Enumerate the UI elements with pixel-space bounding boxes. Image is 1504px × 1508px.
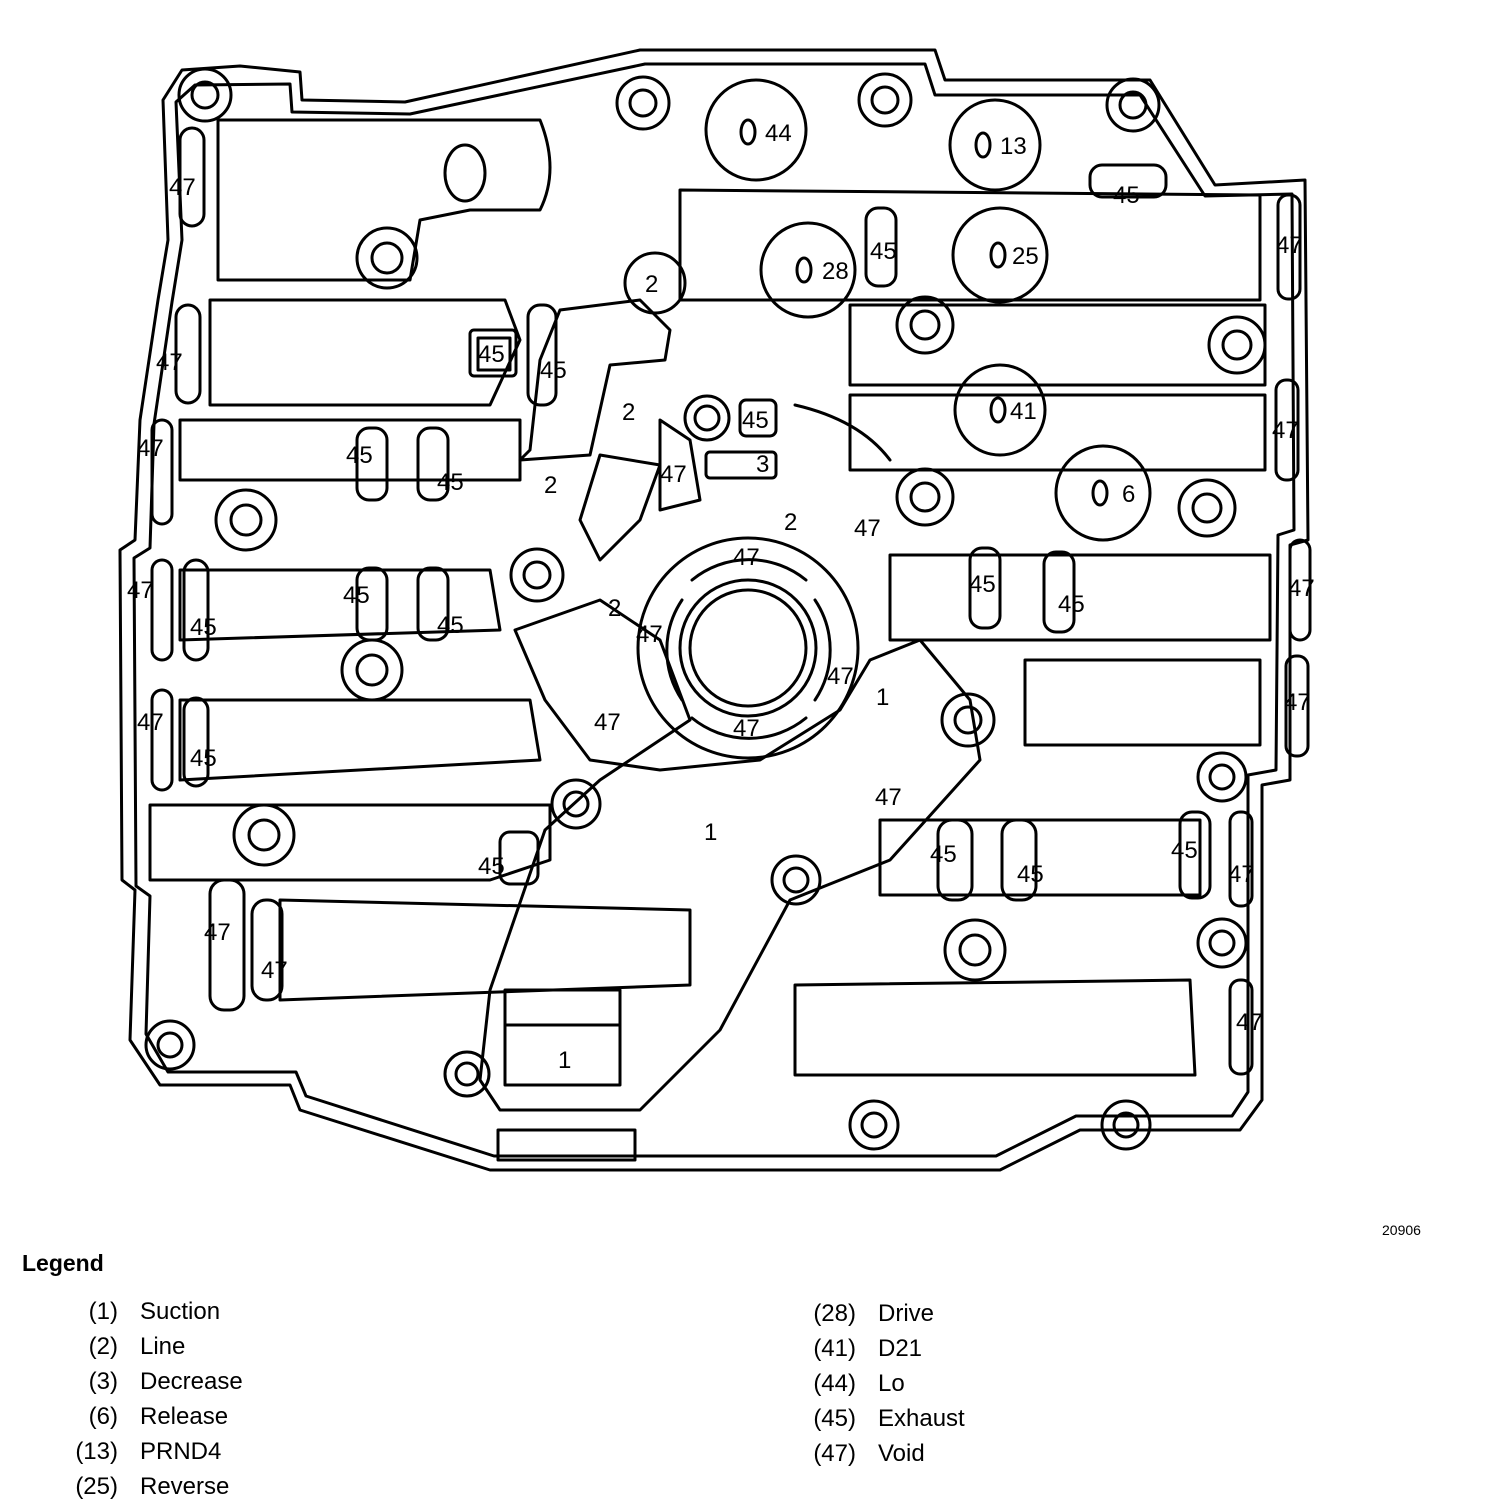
callout-47: 47 <box>733 715 760 742</box>
callout-47: 47 <box>594 709 621 736</box>
callout-47: 47 <box>1272 417 1299 444</box>
callout-45: 45 <box>930 841 957 868</box>
callout-47: 47 <box>660 461 687 488</box>
callout-41: 41 <box>1010 398 1037 425</box>
legend-title: Legend <box>22 1250 104 1276</box>
callout-47: 47 <box>827 663 854 690</box>
callout-45: 45 <box>478 341 505 368</box>
callout-45: 45 <box>1058 591 1085 618</box>
legend-code: (41) <box>813 1335 856 1362</box>
callout-45: 45 <box>343 582 370 609</box>
legend-name: D21 <box>878 1335 923 1362</box>
legend-name: Decrease <box>140 1368 243 1395</box>
callout-1: 1 <box>558 1047 571 1074</box>
legend-code: (28) <box>813 1300 856 1327</box>
plate-outline <box>118 48 1310 1172</box>
callout-6: 6 <box>1122 481 1135 508</box>
callout-3: 3 <box>756 451 769 478</box>
callout-2: 2 <box>544 472 557 499</box>
callout-1: 1 <box>704 819 717 846</box>
callout-47: 47 <box>875 784 902 811</box>
callout-47: 47 <box>1288 575 1315 602</box>
callout-44: 44 <box>765 120 792 147</box>
callout-28: 28 <box>822 258 849 285</box>
callout-45: 45 <box>437 469 464 496</box>
callout-45: 45 <box>742 407 769 434</box>
bolt-holes <box>144 67 1267 1151</box>
legend-name: Reverse <box>140 1473 230 1500</box>
legend-name: Exhaust <box>878 1405 965 1432</box>
legend-code: (44) <box>813 1370 856 1397</box>
legend-name: Drive <box>878 1300 935 1327</box>
legend-code: (2) <box>88 1333 118 1360</box>
callout-47: 47 <box>156 349 183 376</box>
callout-47: 47 <box>1236 1009 1263 1036</box>
callout-45: 45 <box>437 612 464 639</box>
legend-code: (13) <box>75 1438 118 1465</box>
callout-2: 2 <box>645 271 658 298</box>
legend-code: (6) <box>88 1403 118 1430</box>
callout-13: 13 <box>1000 133 1027 160</box>
callout-labels: 1 1 1 2 2 2 2 2 3 6 13 25 28 41 44 45 45… <box>127 120 1315 1074</box>
callout-25: 25 <box>1012 243 1039 270</box>
callout-47: 47 <box>137 435 164 462</box>
callout-47: 47 <box>1228 861 1255 888</box>
callout-47: 47 <box>261 957 288 984</box>
legend-code: (25) <box>75 1473 118 1500</box>
callout-47: 47 <box>1276 232 1303 259</box>
callout-47: 47 <box>854 515 881 542</box>
callout-45: 45 <box>346 442 373 469</box>
legend-name: Lo <box>878 1370 905 1397</box>
legend-name: Line <box>140 1333 186 1360</box>
callout-2: 2 <box>784 509 797 536</box>
callout-47: 47 <box>1284 689 1311 716</box>
legend-code: (1) <box>88 1298 118 1325</box>
callout-47: 47 <box>204 919 231 946</box>
callout-1: 1 <box>876 684 889 711</box>
legend-code: (45) <box>813 1405 856 1432</box>
legend-name: PRND4 <box>140 1438 222 1465</box>
legend-name: Void <box>878 1440 925 1467</box>
callout-45: 45 <box>190 614 217 641</box>
callout-47: 47 <box>169 174 196 201</box>
callout-45: 45 <box>870 238 897 265</box>
callout-45: 45 <box>190 745 217 772</box>
callout-45: 45 <box>969 571 996 598</box>
legend-code: (47) <box>813 1440 856 1467</box>
callout-45: 45 <box>478 853 505 880</box>
callout-2: 2 <box>622 399 635 426</box>
legend-name: Release <box>140 1403 229 1430</box>
callout-47: 47 <box>636 621 663 648</box>
callout-45: 45 <box>1171 837 1198 864</box>
callout-45: 45 <box>1017 861 1044 888</box>
figure-id: 20906 <box>1382 1222 1421 1238</box>
legend-code: (3) <box>88 1368 118 1395</box>
callout-47: 47 <box>733 544 760 571</box>
valve-body-spacer-plate-diagram: 1 1 1 2 2 2 2 2 3 6 13 25 28 41 44 45 45… <box>118 48 1315 1172</box>
callout-47: 47 <box>137 709 164 736</box>
callout-45: 45 <box>1113 182 1140 209</box>
callout-47: 47 <box>127 577 154 604</box>
legend-name: Suction <box>140 1298 221 1325</box>
callout-2: 2 <box>608 595 621 622</box>
port-slots <box>150 126 1312 1076</box>
callout-45: 45 <box>540 357 567 384</box>
